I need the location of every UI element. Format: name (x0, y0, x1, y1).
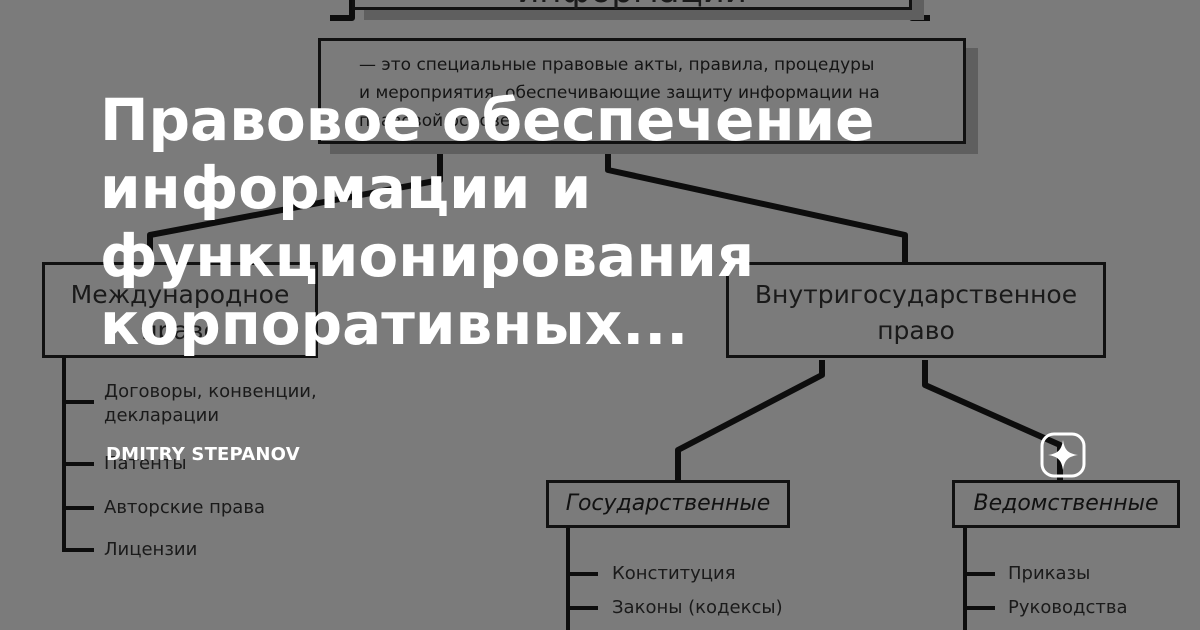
international-law-box: Международное право (42, 262, 318, 358)
international-law-line-2: право (141, 316, 219, 345)
description-line-3: правовой основе (359, 111, 511, 131)
article-title[interactable]: Правовое обеспечение информации и функци… (100, 86, 960, 358)
domestic-law-line-2: право (877, 316, 955, 345)
dept-item-guides: Руководства (1008, 597, 1128, 618)
state-item-laws: Законы (кодексы) (612, 597, 783, 618)
international-law-line-1: Международное (70, 280, 290, 309)
description-box: — это специальные правовые акты, правила… (318, 38, 966, 144)
description-text: — это специальные правовые акты, правила… (359, 51, 959, 135)
domestic-law-box: Внутригосударственное право (726, 262, 1106, 358)
article-title-line-4: корпоративных... (100, 290, 689, 358)
top-box: информации (352, 0, 912, 10)
state-category-label: Государственные (565, 491, 771, 516)
left-item-treaties: Договоры, конвенции, (104, 381, 317, 402)
article-title-line-3: функционирования (100, 222, 755, 290)
department-category-box: Ведомственные (952, 480, 1180, 528)
dept-item-orders: Приказы (1008, 563, 1091, 584)
left-item-copyright: Авторские права (104, 497, 265, 518)
department-category-label: Ведомственные (973, 491, 1159, 516)
description-line-2: и мероприятия, обеспечивающие защиту инф… (359, 83, 880, 103)
sparkle-star-icon (1040, 432, 1086, 478)
left-item-patents: Патенты (104, 453, 187, 474)
top-box-label: информации (355, 0, 909, 9)
left-item-licenses: Лицензии (104, 539, 198, 560)
article-title-line-1: Правовое обеспечение (100, 86, 875, 154)
left-item-declarations: декларации (104, 405, 220, 426)
article-title-line-2: информации и (100, 154, 592, 222)
state-item-constitution: Конституция (612, 563, 736, 584)
state-category-box: Государственные (546, 480, 790, 528)
author-name[interactable]: DMITRY STEPANOV (106, 444, 300, 465)
domestic-law-line-1: Внутригосударственное (754, 280, 1078, 309)
description-line-1: — это специальные правовые акты, правила… (359, 55, 875, 75)
